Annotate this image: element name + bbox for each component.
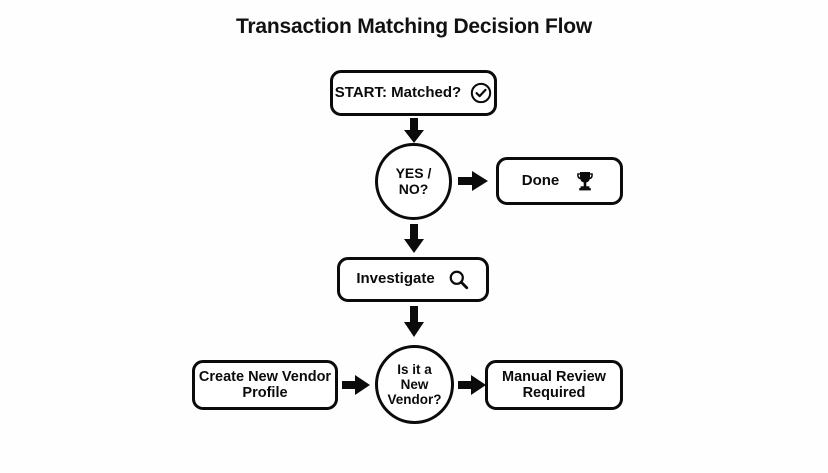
node-done-label: Done	[521, 171, 560, 189]
edge-decision-to-done	[458, 168, 490, 194]
page-title: Transaction Matching Decision Flow	[235, 15, 593, 38]
node-investigate[interactable]: Investigate	[337, 257, 489, 302]
edge-decision-to-investigate	[401, 224, 427, 254]
node-decision-vendor[interactable]: Is it a New Vendor?	[375, 345, 454, 424]
edge-vendor-to-manual-review	[458, 372, 488, 398]
node-manual-review-label: Manual Review Required	[502, 368, 606, 401]
node-manual-review[interactable]: Manual Review Required	[485, 360, 623, 410]
edge-investigate-to-vendor	[401, 306, 427, 338]
node-create-vendor[interactable]: Create New Vendor Profile	[192, 360, 338, 410]
edge-start-to-decision	[401, 118, 427, 144]
node-start[interactable]: START: Matched?	[330, 70, 497, 116]
edge-create-vendor-to-decision	[342, 372, 372, 398]
node-decision-matched-label: YES / NO?	[395, 164, 432, 197]
node-decision-matched[interactable]: YES / NO?	[375, 143, 452, 220]
node-done[interactable]: Done	[496, 157, 623, 205]
node-create-vendor-label: Create New Vendor Profile	[198, 368, 332, 401]
node-start-label: START: Matched?	[334, 83, 462, 101]
magnifier-icon	[447, 268, 470, 291]
check-circle-icon	[470, 82, 492, 104]
node-decision-vendor-label: Is it a New Vendor?	[387, 361, 442, 408]
trophy-icon	[573, 169, 597, 193]
node-investigate-label: Investigate	[356, 270, 435, 288]
